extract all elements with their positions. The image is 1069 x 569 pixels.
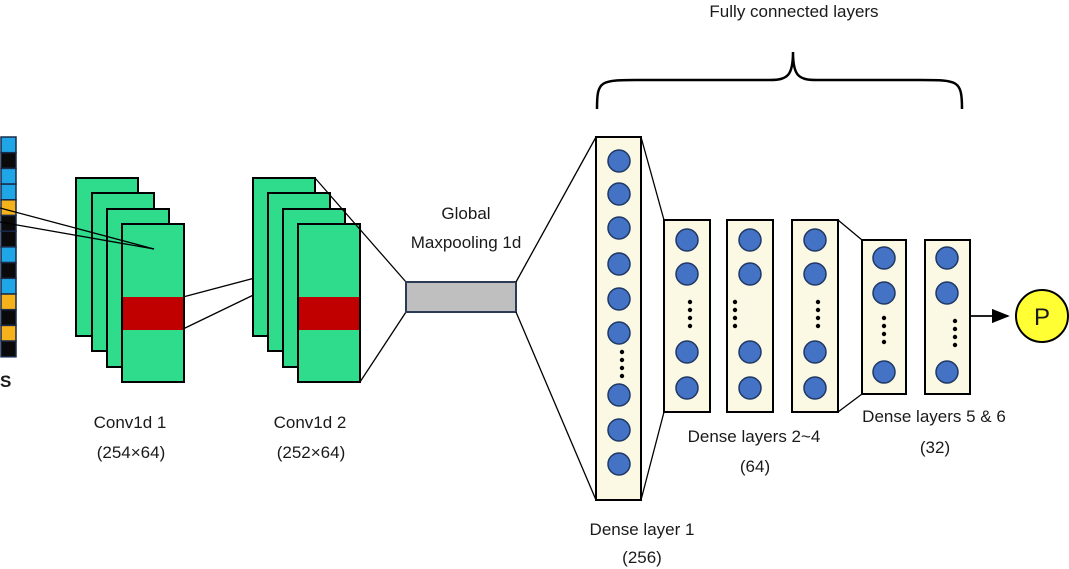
pool-label-line1: Global — [441, 204, 490, 223]
input-cell — [0, 261, 17, 280]
dense1-name: Dense layer 1 — [590, 520, 695, 539]
dense5-6-units: (32) — [920, 438, 950, 457]
dense2-4-layers — [663, 219, 839, 413]
dense3-ellipsis-icon — [732, 299, 738, 329]
pool-to-dense1-line — [515, 136, 597, 283]
conv2-to-pool-line — [314, 177, 407, 283]
neuron — [935, 246, 959, 270]
fc-group-label: Fully connected layers — [709, 2, 878, 21]
input-cell — [0, 340, 17, 358]
input-cell — [0, 183, 17, 201]
input-label: S — [0, 372, 11, 391]
input-cell — [0, 230, 17, 248]
neuron — [607, 452, 631, 476]
conv2-kernel-highlight — [299, 297, 359, 330]
conv1-shape: (254×64) — [97, 443, 166, 462]
input-cell — [0, 167, 17, 185]
dense5-ellipsis-icon — [881, 315, 887, 345]
neuron — [803, 376, 827, 400]
neuron — [738, 228, 762, 252]
dense1-to-dense2-line — [640, 411, 665, 501]
dense1-units: (256) — [622, 548, 662, 567]
input-cell — [0, 136, 17, 154]
neuron — [872, 281, 896, 305]
neuron — [935, 360, 959, 384]
neuron — [607, 182, 631, 206]
dense2-ellipsis-icon — [687, 299, 693, 329]
conv1-name: Conv1d 1 — [94, 413, 167, 432]
neuron — [738, 376, 762, 400]
neuron — [935, 281, 959, 305]
input-cell — [0, 324, 17, 342]
neuron — [803, 262, 827, 286]
dense1-ellipsis-icon — [619, 349, 625, 379]
dense5-6-neurons — [872, 246, 959, 384]
neuron — [872, 360, 896, 384]
dense2-4-name: Dense layers 2~4 — [688, 427, 821, 446]
neuron — [738, 262, 762, 286]
neuron — [607, 418, 631, 442]
neuron — [803, 228, 827, 252]
global-maxpool-bar — [405, 281, 517, 313]
neuron — [607, 149, 631, 173]
neuron — [675, 262, 699, 286]
input-cell — [0, 151, 17, 170]
conv1-kernel-highlight — [123, 297, 183, 330]
dense6-ellipsis-icon — [952, 318, 958, 348]
input-cell — [0, 199, 17, 217]
dense4-to-dense5-line — [837, 393, 863, 413]
input-to-conv1-line — [0, 221, 155, 250]
dense2-4-neurons — [675, 228, 827, 400]
pool-to-dense1-line — [515, 311, 597, 501]
input-cell — [0, 277, 17, 295]
dense4-ellipsis-icon — [815, 299, 821, 329]
conv2-shape: (252×64) — [277, 443, 346, 462]
conv1-feature-maps — [75, 177, 185, 383]
conv2-to-pool-line — [359, 311, 407, 383]
neuron — [675, 228, 699, 252]
input-to-conv1-line — [0, 207, 155, 250]
dense4-to-dense5-line — [837, 219, 863, 241]
neuron — [872, 246, 896, 270]
output-label: P — [1034, 304, 1050, 331]
dense2-4-units: (64) — [740, 457, 770, 476]
input-cell — [0, 246, 17, 264]
neuron — [803, 340, 827, 364]
pool-label-line2: Maxpooling 1d — [411, 233, 522, 252]
dense1-to-dense2-line — [640, 136, 665, 221]
dense1-neurons — [607, 149, 631, 476]
neuron — [607, 287, 631, 311]
neuron — [675, 376, 699, 400]
neuron — [738, 340, 762, 364]
neuron — [607, 383, 631, 407]
input-cell — [0, 308, 17, 327]
conv2-name: Conv1d 2 — [274, 413, 347, 432]
neuron — [607, 252, 631, 276]
neuron — [607, 321, 631, 345]
neuron — [607, 216, 631, 240]
dense5-6-name: Dense layers 5 & 6 — [862, 407, 1006, 426]
input-cell — [0, 293, 17, 311]
fc-brace — [595, 51, 964, 110]
input-sequence — [0, 136, 17, 358]
output-node — [1015, 289, 1069, 343]
neuron — [675, 340, 699, 364]
conv2-feature-maps — [252, 177, 361, 383]
